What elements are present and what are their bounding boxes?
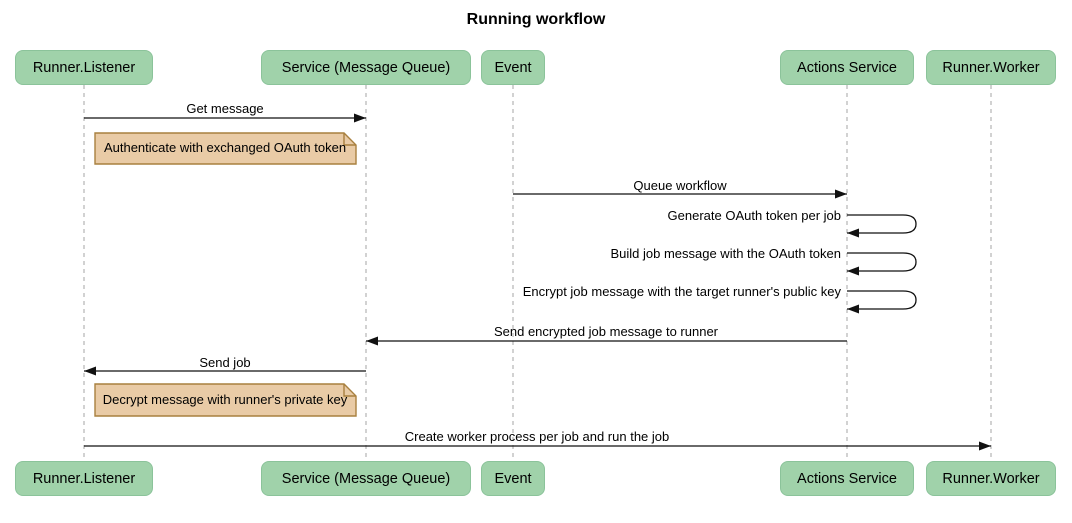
note-decrypt-shape: [94, 383, 357, 417]
participant-label: Event: [494, 470, 532, 487]
note-authenticate-fold: [343, 133, 356, 146]
participant-label: Runner.Listener: [32, 470, 136, 487]
diagram-title: Running workflow: [466, 11, 606, 28]
participant-label: Event: [494, 59, 532, 76]
message-label-encrypt-job-message: Encrypt job message with the target runn…: [522, 284, 841, 299]
participant-label: Runner.Listener: [32, 59, 136, 76]
message-label-get-message: Get message: [186, 101, 264, 116]
participant-bottom-runner-listener: Runner.Listener: [15, 461, 153, 496]
participant-top-runner-listener: Runner.Listener: [15, 50, 153, 85]
note-decrypt-fold: [343, 384, 356, 397]
message-label-generate-oauth-token: Generate OAuth token per job: [667, 208, 841, 223]
participant-top-runner-worker: Runner.Worker: [926, 50, 1056, 85]
participant-label: Actions Service: [797, 59, 897, 76]
participant-label: Actions Service: [797, 470, 897, 487]
arrow-self-generate-oauth-token: [847, 214, 917, 238]
participant-label: Service (Message Queue): [281, 470, 451, 487]
arrow-self-encrypt-job-message: [847, 290, 917, 314]
participant-label: Runner.Worker: [942, 470, 1040, 487]
note-authenticate-text: Authenticate with exchanged OAuth token: [103, 140, 347, 155]
message-label-send-job: Send job: [199, 355, 251, 370]
participant-bottom-event: Event: [481, 461, 545, 496]
note-authenticate-shape: [94, 132, 357, 165]
participant-bottom-actions-service: Actions Service: [780, 461, 914, 496]
participant-top-service-message-queue: Service (Message Queue): [261, 50, 471, 85]
message-label-create-worker-process: Create worker process per job and run th…: [404, 429, 670, 444]
message-label-send-encrypted-job: Send encrypted job message to runner: [493, 324, 719, 339]
message-label-build-job-message: Build job message with the OAuth token: [610, 246, 841, 261]
message-label-queue-workflow: Queue workflow: [633, 178, 727, 193]
participant-top-actions-service: Actions Service: [780, 50, 914, 85]
participant-bottom-runner-worker: Runner.Worker: [926, 461, 1056, 496]
participant-top-event: Event: [481, 50, 545, 85]
arrow-self-build-job-message: [847, 252, 917, 276]
note-decrypt-text: Decrypt message with runner's private ke…: [102, 392, 348, 407]
participant-bottom-service-message-queue: Service (Message Queue): [261, 461, 471, 496]
participant-label: Service (Message Queue): [281, 59, 451, 76]
participant-label: Runner.Worker: [942, 59, 1040, 76]
